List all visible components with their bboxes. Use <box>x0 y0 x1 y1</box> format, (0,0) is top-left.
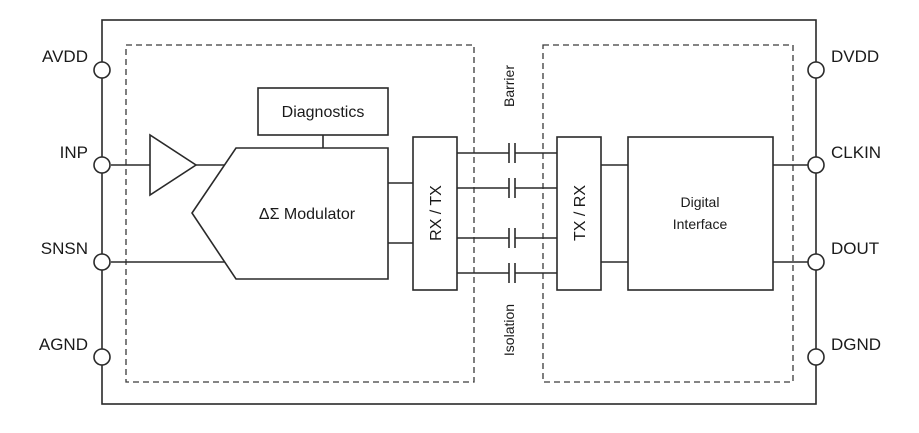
rxtx-block <box>412 136 458 291</box>
pin-clkin <box>807 156 825 174</box>
pin-dvdd <box>807 61 825 79</box>
pin-label-snsn: SNSN <box>41 239 88 258</box>
isolation-channel-4 <box>457 263 557 283</box>
amplifier-triangle <box>149 133 198 197</box>
txrx-label: TX / RX <box>572 185 589 241</box>
diagnostics-label: Diagnostics <box>282 104 365 121</box>
digital-interface-label-line2: Interface <box>673 216 728 232</box>
rxtx-label: RX / TX <box>428 185 445 241</box>
digital-interface-block <box>627 136 774 291</box>
pin-inp <box>93 156 111 174</box>
digital-interface-label-line1: Digital <box>681 194 720 210</box>
txrx-block <box>556 136 602 291</box>
pin-label-inp: INP <box>60 143 88 162</box>
pin-label-dout: DOUT <box>831 239 879 258</box>
pin-snsn <box>93 253 111 271</box>
isolation-label: Isolation <box>501 304 517 356</box>
pin-label-avdd: AVDD <box>42 47 88 66</box>
pin-dout <box>807 253 825 271</box>
modulator-label: ΔΣ Modulator <box>259 206 356 223</box>
pin-avdd <box>93 61 111 79</box>
package-outline <box>101 19 817 405</box>
pin-label-dvdd: DVDD <box>831 47 879 66</box>
isolation-channel-2 <box>457 178 557 198</box>
pin-agnd <box>93 348 111 366</box>
isolation-channel-1 <box>457 143 557 163</box>
isolation-channel-3 <box>457 228 557 248</box>
analog-domain-region <box>125 44 475 383</box>
barrier-label: Barrier <box>501 65 517 107</box>
pin-dgnd <box>807 348 825 366</box>
pin-label-dgnd: DGND <box>831 335 881 354</box>
pin-label-agnd: AGND <box>39 335 88 354</box>
digital-domain-region <box>542 44 794 383</box>
modulator-block <box>191 147 389 280</box>
pin-label-clkin: CLKIN <box>831 143 881 162</box>
